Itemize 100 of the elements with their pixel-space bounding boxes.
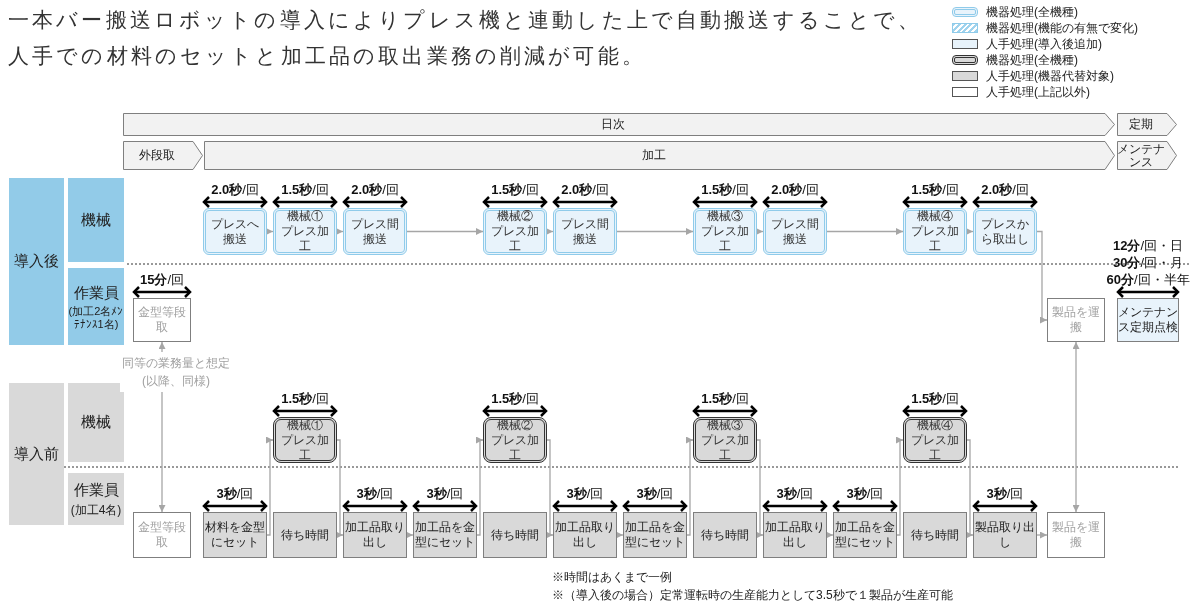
duration-label: 3秒/回 <box>216 487 254 501</box>
legend-label: 人手処理(機器代替対象) <box>986 68 1114 83</box>
process-box <box>623 512 687 558</box>
node-label: 日次 <box>601 118 625 131</box>
arrow <box>616 228 694 235</box>
duration-label: 1.5秒/回 <box>491 392 539 406</box>
node-label: プレスから取出し <box>980 216 1030 247</box>
process-box <box>483 208 547 255</box>
node-label: 機械④ <box>917 209 953 224</box>
duration-label: 1.5秒/回 <box>701 392 749 406</box>
legend-label: 機器処理(機能の有無で変化) <box>986 20 1138 35</box>
process-box <box>973 512 1037 558</box>
duration-label: 2.0秒/回 <box>351 183 399 197</box>
duration-label: 2.0秒/回 <box>981 183 1029 197</box>
node-label: 加工品取り出し <box>764 520 826 550</box>
lane-header <box>9 383 64 525</box>
node-sublabel: プレス加工 <box>910 224 960 254</box>
arrow <box>826 228 904 235</box>
legend-label: 機器処理(全機種) <box>986 52 1078 67</box>
node-label: 待ち時間 <box>491 527 539 543</box>
process-box <box>903 417 967 463</box>
arrow <box>896 436 904 536</box>
phase-band <box>1117 113 1177 136</box>
node-label: 製品を運搬 <box>1051 520 1101 550</box>
node-label: 加工品を金型にセット <box>624 520 686 550</box>
node-label: 作業員 <box>73 283 119 304</box>
process-box <box>273 208 337 255</box>
arrow <box>756 439 764 539</box>
node-label: プレス間搬送 <box>560 216 610 247</box>
arrow <box>266 436 274 536</box>
process-box <box>693 208 757 255</box>
node-sublabel: プレス加工 <box>910 432 960 463</box>
duration-label: 1.5秒/回 <box>281 183 329 197</box>
node-label: 製品を運搬 <box>1051 305 1101 335</box>
arrow <box>966 228 974 235</box>
duration-label: 1.5秒/回 <box>911 183 959 197</box>
process-box <box>1047 512 1105 558</box>
phase-band <box>123 113 1115 136</box>
process-box <box>1117 298 1179 342</box>
process-box <box>483 417 547 463</box>
arrow <box>406 228 484 235</box>
node-sublabel: プレス加工 <box>700 224 750 254</box>
lane-header <box>68 268 124 345</box>
process-box <box>833 512 897 558</box>
arrow <box>336 228 344 235</box>
arrow <box>266 228 274 235</box>
duration-label: 3秒/回 <box>986 487 1024 501</box>
arrow <box>546 439 554 539</box>
process-box <box>693 417 757 463</box>
node-label: 金型等段取 <box>137 305 187 335</box>
process-box <box>343 208 407 255</box>
process-box <box>1047 298 1105 342</box>
duration-label: 1.5秒/回 <box>281 392 329 406</box>
lane-header <box>68 383 124 462</box>
node-label: 外段取 <box>139 149 175 162</box>
arrow <box>158 391 166 513</box>
duration-label: 3秒/回 <box>636 487 674 501</box>
node-sublabel: プレス加工 <box>280 224 330 254</box>
node-label: 加工 <box>641 149 666 162</box>
node-label: 待ち時間 <box>701 527 749 543</box>
process-box <box>553 208 617 255</box>
node-label: 機械① <box>287 209 323 224</box>
duration-label: 2.0秒/回 <box>211 183 259 197</box>
node-label: 材料を金型にセット <box>204 520 266 550</box>
footnote: ※時間はあくまで一例 <box>552 569 673 586</box>
legend-label: 機器処理(全機種) <box>986 4 1078 19</box>
node-label: 加工品を金型にセット <box>834 520 896 550</box>
node-label: プレス間搬送 <box>350 216 400 247</box>
node-label: 加工品取り出し <box>344 520 406 550</box>
arrow <box>406 531 414 539</box>
phase-band <box>1117 141 1177 170</box>
duration-label: 60分/回・半年 <box>1106 273 1190 287</box>
node-label: 金型等段取 <box>137 520 187 550</box>
duration-label: 15分/回 <box>139 273 185 287</box>
node-label: 製品取り出し <box>974 520 1036 550</box>
duration-label: 3秒/回 <box>356 487 394 501</box>
node-label: 導入前 <box>14 443 59 464</box>
footnote: ※（導入後の場合）定常運転時の生産能力として3.5秒で１製品が生産可能 <box>552 587 953 604</box>
lane-header <box>9 178 64 345</box>
node-sublabel: プレス加工 <box>700 432 750 463</box>
phase-band <box>123 141 203 170</box>
node-sublabel: プレス加工 <box>490 432 540 463</box>
duration-label: 12分/回・日 <box>1112 239 1184 253</box>
node-label: 導入後 <box>14 251 59 272</box>
duration-label: 1.5秒/回 <box>491 183 539 197</box>
arrow <box>1036 230 1048 324</box>
process-box <box>973 208 1037 255</box>
node-sublabel: プレス加工 <box>280 432 330 463</box>
process-box <box>763 512 827 558</box>
node-label: 作業員 <box>73 479 119 500</box>
node-label: 加工品取り出し <box>554 520 616 550</box>
node-label: プレス間搬送 <box>770 216 820 247</box>
arrow <box>476 436 484 536</box>
node-label: 定期 <box>1129 118 1153 131</box>
node-label: 待ち時間 <box>911 527 959 543</box>
process-box <box>483 512 547 558</box>
arrow <box>1072 341 1080 513</box>
process-box <box>693 512 757 558</box>
duration-label: 3秒/回 <box>776 487 814 501</box>
arrow <box>616 531 624 539</box>
